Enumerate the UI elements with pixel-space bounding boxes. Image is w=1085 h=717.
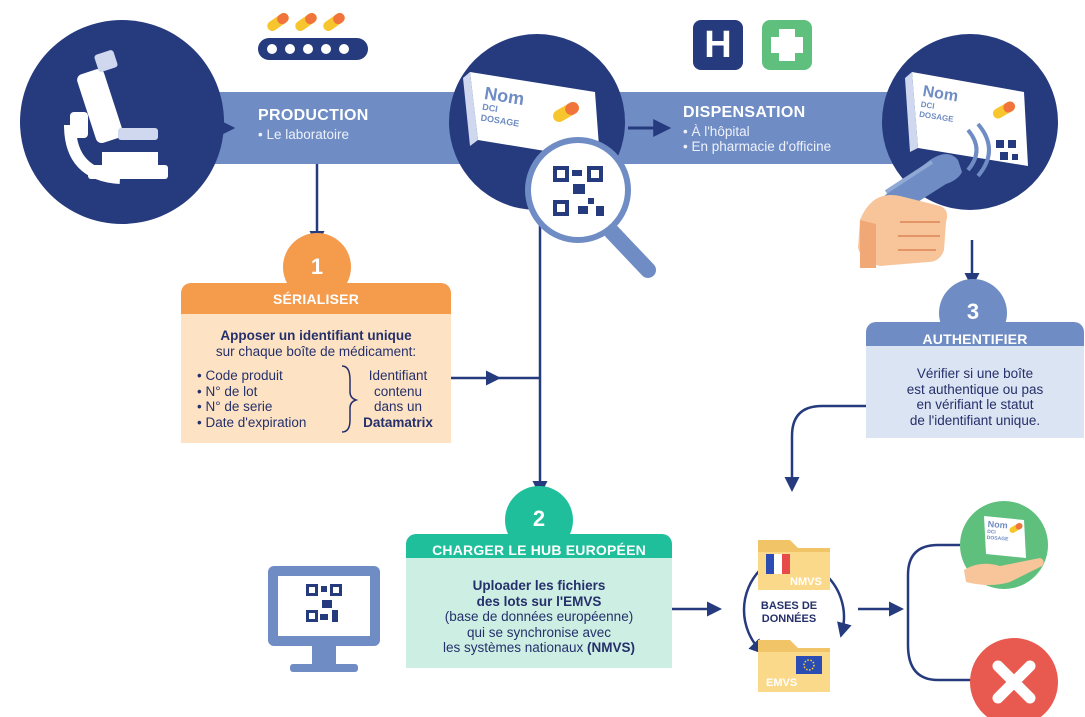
step1-item-1: • Code produit [197, 368, 283, 383]
step1-title: SÉRIALISER [272, 291, 359, 307]
magnifier-qr-icon [525, 137, 656, 278]
step2-line-3: (base de données européenne) [444, 609, 634, 624]
step2-line-5-bold: (NMVS) [587, 640, 636, 655]
dispensation-line-2: • En pharmacie d'officine [683, 139, 832, 154]
center-box-labels: Nom DCI DOSAGE [480, 83, 526, 130]
microscope-icon [20, 20, 224, 224]
step3-body: Vérifier si une boîte est authentique ou… [866, 366, 1084, 428]
step2-title: CHARGER LE HUB EUROPÉEN [432, 542, 646, 558]
production-section: PRODUCTION • Le laboratoire [258, 107, 369, 142]
scanner-hand-icon [858, 122, 991, 268]
step3-number: 3 [966, 299, 980, 324]
sync-arrow-left [742, 569, 765, 655]
dispensation-title: DISPENSATION [683, 104, 806, 121]
reject-x-icon [970, 638, 1058, 717]
connector-result-invalid [906, 609, 972, 682]
databases-label-2: DONNÉES [761, 613, 817, 625]
result-box-labels: Nom DCI DOSAGE [987, 519, 1010, 542]
step3-line-3: en vérifiant le statut [916, 397, 1034, 412]
step1-intro: Apposer un identifiant unique sur chaque… [181, 328, 451, 360]
step1-side-note: Identifiant contenu dans un Datamatrix [354, 368, 442, 430]
step2-line-5: les systèmes nationaux [442, 640, 588, 655]
step1-side-bold: Datamatrix [363, 414, 433, 430]
sync-arrow-right [825, 574, 852, 638]
dispensation-section: DISPENSATION • À l'hôpital • En pharmaci… [683, 104, 831, 154]
step1-intro-rest: sur chaque boîte de médicament: [215, 344, 417, 359]
dispensation-line-1: • À l'hôpital [683, 124, 750, 139]
step1-intro-bold: Apposer un identifiant unique [220, 328, 412, 343]
databases-label-1: BASES DE [760, 600, 818, 612]
computer-qr-icon [268, 566, 380, 672]
step2-card [406, 486, 672, 668]
hospital-icon [693, 20, 743, 70]
step1-side-1: Identifiant [368, 368, 428, 383]
step1-number: 1 [310, 254, 324, 279]
pharmacy-cross-icon [762, 20, 812, 70]
step1-side-3: dans un [373, 399, 423, 414]
flag-fr-icon [766, 554, 790, 574]
step3-line-2: est authentique ou pas [906, 381, 1044, 397]
flag-eu-icon [796, 656, 822, 674]
connector-result-valid [906, 543, 960, 609]
dispensation-box-labels: Nom DCI DOSAGE [918, 83, 960, 125]
step1-items: • Code produit • N° de lot • N° de serie… [197, 368, 306, 430]
step2-bold-1: Uploader les fichiers [472, 578, 606, 593]
step3-title: AUTHENTIFIER [922, 331, 1028, 347]
step1-side-2: contenu [373, 383, 423, 399]
emvs-label: EMVS [766, 677, 798, 689]
databases-label: BASES DE DONNÉES [744, 600, 834, 626]
production-title: PRODUCTION [258, 107, 369, 124]
hospital-letter: H [704, 24, 732, 66]
step1-item-3: • N° de serie [197, 399, 273, 414]
step2-bold-2: des lots sur l'EMVS [476, 593, 602, 609]
step1-card [181, 233, 451, 443]
step3-line-1: Vérifier si une boîte [916, 366, 1034, 381]
step1-item-4: • Date d'expiration [197, 414, 307, 430]
hand-box-icon [960, 501, 1048, 589]
step3-line-4: de l'identifiant unique. [909, 412, 1041, 428]
folder-emvs-icon [758, 640, 830, 692]
step2-body: Uploader les fichiers des lots sur l'EMV… [406, 578, 672, 656]
step1-item-2: • N° de lot [197, 383, 258, 399]
nmvs-label: NMVS [790, 576, 822, 588]
step3-card [866, 279, 1084, 438]
step2-number: 2 [532, 506, 546, 531]
pills-conveyor-icon [258, 12, 368, 60]
production-line-1: • Le laboratoire [258, 127, 350, 142]
connector-step3-databases [784, 404, 866, 492]
step2-line-4: qui se synchronise avec [466, 624, 612, 640]
folder-nmvs-icon [758, 540, 830, 590]
